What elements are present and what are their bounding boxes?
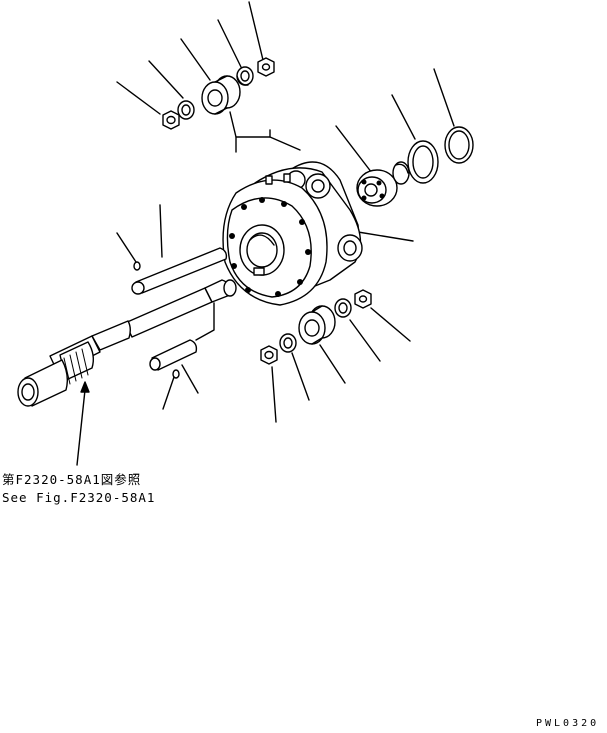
leader-lines — [76, 1, 455, 466]
lower-bearing-set — [260, 289, 372, 365]
reference-note-japanese: 第F2320-58A1図参照 — [2, 472, 142, 487]
right-ring-set — [356, 126, 474, 207]
drawing-code: PWL0320 — [536, 718, 600, 729]
main-shaft — [17, 279, 237, 407]
reference-note-english: See Fig.F2320-58A1 — [2, 490, 156, 505]
small-pin — [149, 339, 198, 379]
arrow-head-icon — [80, 381, 90, 393]
long-pin — [131, 247, 228, 295]
carrier-housing — [222, 161, 363, 306]
upper-bearing-set — [162, 57, 275, 130]
